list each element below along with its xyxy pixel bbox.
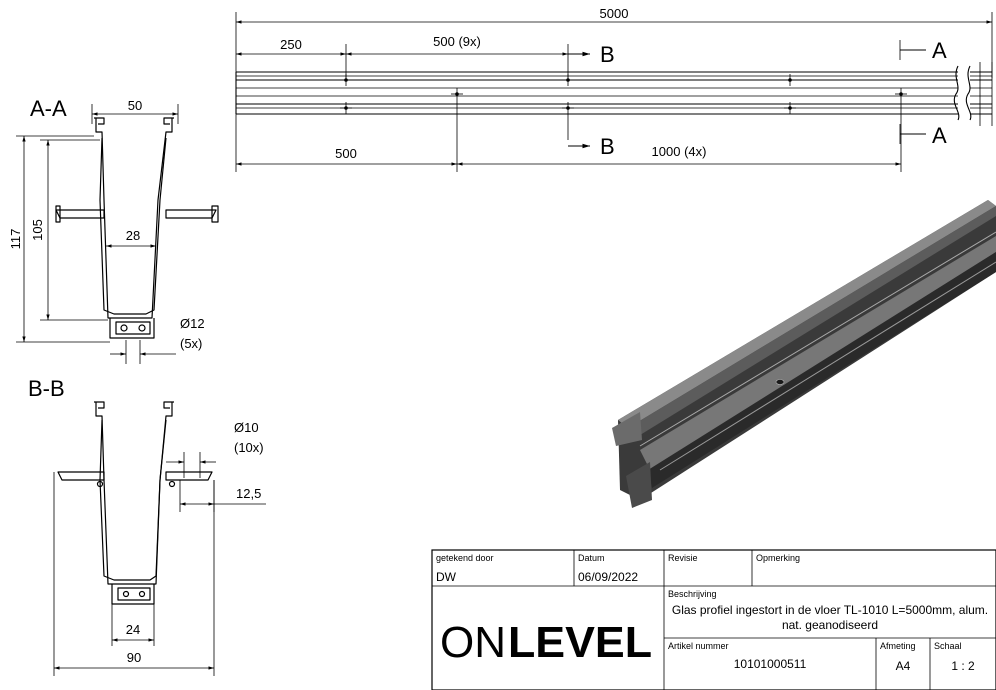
top-view: 5000 250 500 (9x) B B A A (235, 6, 993, 172)
description-label: Beschrijving (668, 589, 717, 599)
overall-length-label: 5000 (600, 6, 629, 21)
bb-offset-label: 12,5 (236, 486, 261, 501)
aa-height-inner-label: 105 (30, 219, 45, 241)
description-line2: nat. geanodiseerd (782, 618, 878, 632)
onlevel-logo: ON LEVEL (440, 618, 652, 667)
logo-on: ON (440, 618, 506, 667)
section-a-marker-lower: A (932, 123, 947, 148)
section-aa-title: A-A (30, 96, 67, 121)
description-line1: Glas profiel ingestort in de vloer TL-10… (672, 603, 988, 617)
article-label: Artikel nummer (668, 641, 729, 651)
profile-top-view (235, 62, 993, 126)
section-aa: A-A 50 117 105 28 (8, 96, 219, 364)
bb-width-total-label: 90 (127, 650, 141, 665)
date-value: 06/09/2022 (578, 570, 638, 584)
revision-label: Revisie (668, 553, 698, 563)
section-bb: B-B Ø10 (10x) 12,5 24 90 (28, 376, 266, 676)
hole-marks (340, 74, 907, 114)
scale-label: Schaal (934, 641, 962, 651)
dim-1000-4x-label: 1000 (4x) (652, 144, 707, 159)
dim-500-label: 500 (335, 146, 357, 161)
scale-value: 1 : 2 (951, 659, 975, 673)
section-b-marker-lower: B (600, 134, 615, 159)
bb-hole-diameter-label: Ø10 (234, 420, 259, 435)
dim-250-label: 250 (280, 37, 302, 52)
drawn-by-label: getekend door (436, 553, 494, 563)
aa-hole-diameter-label: Ø12 (180, 316, 205, 331)
format-value: A4 (896, 659, 911, 673)
drawn-by-value: DW (436, 570, 457, 584)
section-a-marker-upper: A (932, 38, 947, 63)
section-b-marker-upper: B (600, 42, 615, 67)
logo-level: LEVEL (508, 618, 652, 667)
aa-width-top-label: 50 (128, 98, 142, 113)
article-number: 10101000511 (734, 657, 807, 671)
aa-hole-count-label: (5x) (180, 336, 202, 351)
aa-height-total-label: 117 (8, 229, 23, 250)
title-block: getekend door DW Datum 06/09/2022 Revisi… (431, 549, 996, 690)
date-label: Datum (578, 553, 605, 563)
isometric-view (612, 200, 996, 508)
dim-500-9x-label: 500 (9x) (433, 34, 481, 49)
format-label: Afmeting (880, 641, 916, 651)
bb-width-inner-label: 24 (126, 622, 140, 637)
bb-hole-count-label: (10x) (234, 440, 264, 455)
remark-label: Opmerking (756, 553, 800, 563)
aa-width-inner-label: 28 (126, 228, 140, 243)
section-bb-title: B-B (28, 376, 65, 401)
